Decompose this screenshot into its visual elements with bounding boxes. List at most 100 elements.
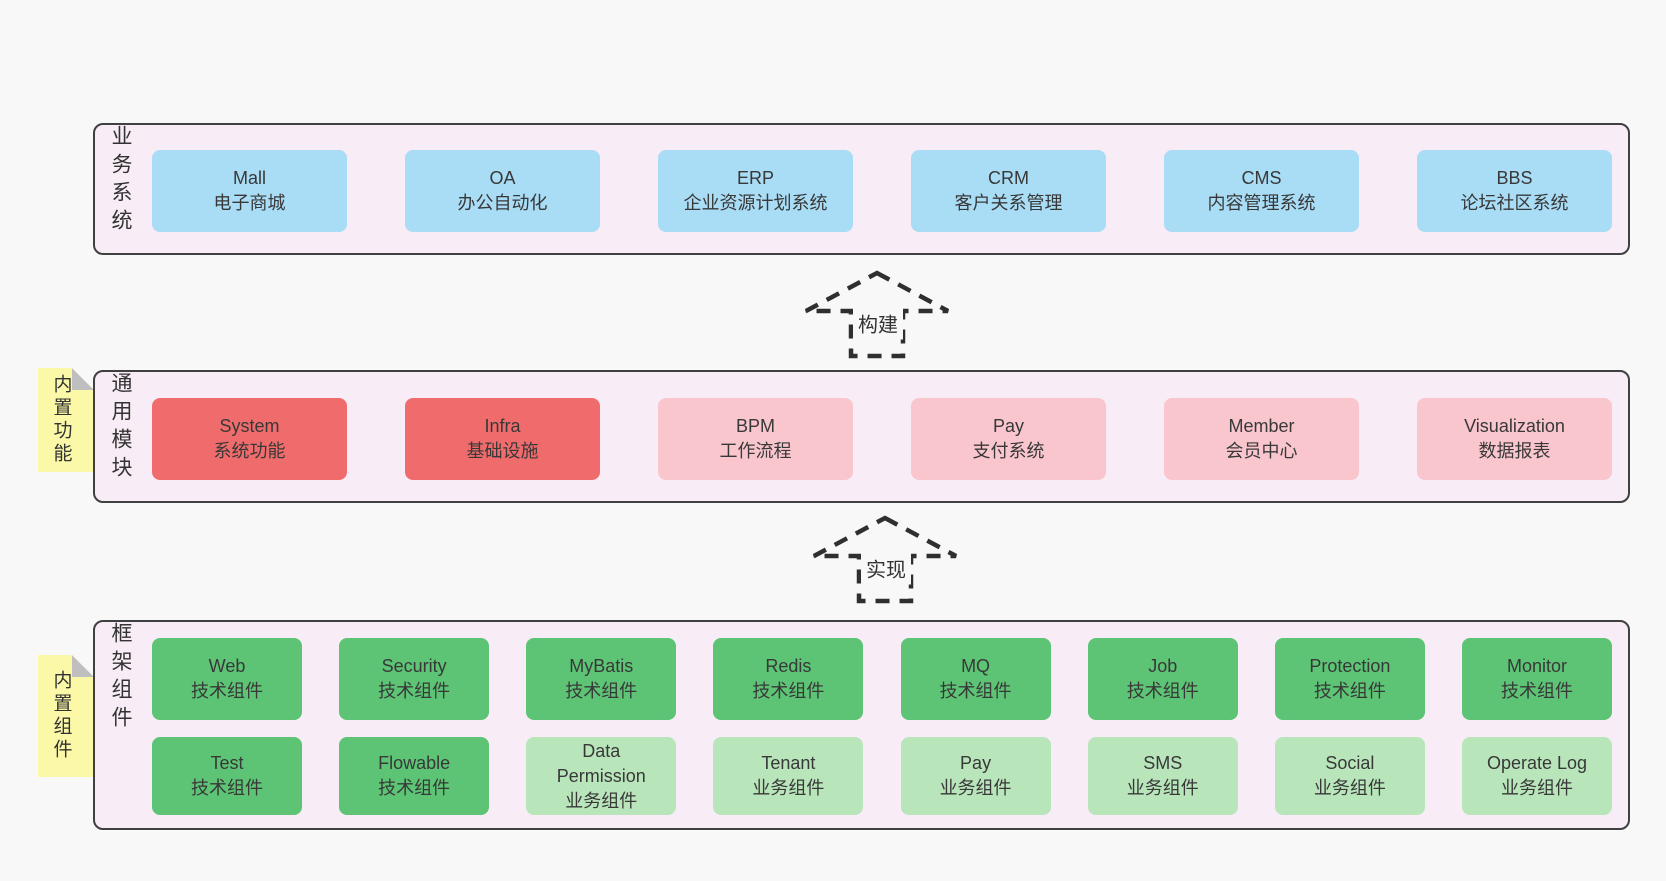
- box-title: Social: [1325, 753, 1375, 773]
- box-title: Test: [210, 753, 244, 773]
- box-mq: MQ 技术组件: [900, 638, 1051, 720]
- box-tenant: Tenant 业务组件: [713, 737, 864, 815]
- box-title: Pay: [960, 753, 992, 773]
- box-subtitle: 技术组件: [752, 681, 825, 701]
- box-title: Web: [208, 656, 246, 676]
- box-subtitle: 技术组件: [378, 681, 451, 701]
- box-subtitle: 业务组件: [1313, 778, 1386, 798]
- arrow-label-implement: 实现: [861, 551, 911, 585]
- box-erp: ERP 企业资源计划系统: [658, 150, 853, 232]
- arrow-label-build: 构建: [853, 306, 903, 340]
- box-operate-log: Operate Log 业务组件: [1461, 737, 1612, 815]
- note-fold-corner-icon: [72, 368, 94, 390]
- box-subtitle: 技术组件: [1500, 681, 1573, 701]
- box-subtitle: 技术组件: [565, 681, 638, 701]
- box-infra: Infra 基础设施: [405, 398, 600, 480]
- box-title: System: [219, 416, 280, 436]
- box-subtitle: 业务组件: [565, 790, 638, 811]
- section-common-modules: 通用模块 System 系统功能 Infra 基础设施 BPM 工作流程 Pay…: [93, 370, 1630, 503]
- box-subtitle: 业务组件: [752, 778, 825, 798]
- box-title: Security: [381, 656, 447, 676]
- dashed-up-arrow-icon: [804, 270, 950, 359]
- box-title: CMS: [1241, 168, 1282, 188]
- box-subtitle: 数据报表: [1478, 441, 1551, 461]
- box-system: System 系统功能: [152, 398, 347, 480]
- box-subtitle: 系统功能: [213, 441, 286, 461]
- box-title: Job: [1148, 656, 1178, 676]
- box-subtitle: 业务组件: [1500, 778, 1573, 798]
- box-title: Visualization: [1464, 416, 1565, 436]
- section-framework-components: 框架组件 Web 技术组件 Security 技术组件 MyBatis 技术组件…: [93, 620, 1630, 830]
- box-title: Flowable: [378, 753, 451, 773]
- note-fold-corner-icon: [72, 655, 94, 677]
- box-title: Pay: [992, 416, 1025, 436]
- box-web: Web 技术组件: [152, 638, 302, 720]
- box-title: Operate Log: [1486, 753, 1588, 773]
- box-title: Data Permission: [556, 740, 646, 786]
- box-pay-biz: Pay 业务组件: [900, 737, 1051, 815]
- box-title: BPM: [735, 416, 775, 436]
- box-job: Job 技术组件: [1087, 638, 1238, 720]
- box-flowable: Flowable 技术组件: [339, 737, 490, 815]
- section-label-business-systems: 业务系统: [109, 125, 132, 237]
- box-title: BBS: [1496, 168, 1533, 188]
- common-modules-row: System 系统功能 Infra 基础设施 BPM 工作流程 Pay 支付系统…: [152, 398, 1612, 480]
- section-label-common-modules: 通用模块: [109, 372, 132, 484]
- box-monitor: Monitor 技术组件: [1461, 638, 1612, 720]
- box-title: MyBatis: [569, 656, 634, 676]
- box-title: Tenant: [761, 753, 816, 773]
- box-subtitle: 技术组件: [191, 681, 263, 701]
- box-title: Member: [1228, 416, 1295, 436]
- box-subtitle: 电子商城: [213, 193, 286, 213]
- box-subtitle: 技术组件: [1126, 681, 1199, 701]
- box-crm: CRM 客户关系管理: [911, 150, 1106, 232]
- box-subtitle: 技术组件: [191, 778, 263, 798]
- box-oa: OA 办公自动化: [405, 150, 600, 232]
- box-subtitle: 内容管理系统: [1207, 193, 1316, 213]
- box-subtitle: 客户关系管理: [954, 193, 1063, 213]
- sticky-note-builtin-components: 内置组件: [38, 655, 94, 777]
- box-title: MQ: [961, 656, 991, 676]
- box-mybatis: MyBatis 技术组件: [526, 638, 677, 720]
- box-protection: Protection 技术组件: [1274, 638, 1425, 720]
- dashed-up-arrow-icon: [812, 515, 958, 604]
- box-subtitle: 工作流程: [719, 441, 792, 461]
- box-subtitle: 业务组件: [1126, 778, 1199, 798]
- box-title: CRM: [988, 168, 1029, 188]
- box-subtitle: 企业资源计划系统: [683, 193, 828, 213]
- box-data-permission: Data Permission 业务组件: [526, 737, 677, 815]
- sticky-note-label: 内置功能: [50, 374, 72, 466]
- business-systems-row: Mall 电子商城 OA 办公自动化 ERP 企业资源计划系统 CRM 客户关系…: [152, 150, 1612, 232]
- box-subtitle: 技术组件: [939, 681, 1012, 701]
- section-label-framework-components: 框架组件: [109, 622, 132, 734]
- framework-components-row-1: Web 技术组件 Security 技术组件 MyBatis 技术组件 Redi…: [152, 638, 1612, 720]
- box-subtitle: 支付系统: [972, 441, 1045, 461]
- box-subtitle: 基础设施: [466, 441, 539, 461]
- box-title: SMS: [1143, 753, 1183, 773]
- box-test: Test 技术组件: [152, 737, 302, 815]
- box-redis: Redis 技术组件: [713, 638, 864, 720]
- box-title: ERP: [736, 168, 774, 188]
- box-social: Social 业务组件: [1274, 737, 1425, 815]
- box-subtitle: 技术组件: [378, 778, 451, 798]
- box-mall: Mall 电子商城: [152, 150, 347, 232]
- box-subtitle: 会员中心: [1225, 441, 1298, 461]
- box-subtitle: 技术组件: [1313, 681, 1386, 701]
- box-sms: SMS 业务组件: [1087, 737, 1238, 815]
- box-cms: CMS 内容管理系统: [1164, 150, 1359, 232]
- box-subtitle: 业务组件: [939, 778, 1012, 798]
- box-bbs: BBS 论坛社区系统: [1417, 150, 1612, 232]
- section-business-systems: 业务系统 Mall 电子商城 OA 办公自动化 ERP 企业资源计划系统 CRM…: [93, 123, 1630, 255]
- box-pay: Pay 支付系统: [911, 398, 1106, 480]
- box-security: Security 技术组件: [339, 638, 490, 720]
- box-visualization: Visualization 数据报表: [1417, 398, 1612, 480]
- box-member: Member 会员中心: [1164, 398, 1359, 480]
- sticky-note-label: 内置组件: [50, 670, 72, 762]
- box-title: Protection: [1309, 656, 1391, 676]
- arrow-up-build: [798, 268, 958, 363]
- box-bpm: BPM 工作流程: [658, 398, 853, 480]
- box-subtitle: 论坛社区系统: [1460, 193, 1569, 213]
- arrow-up-implement: [806, 513, 966, 608]
- framework-components-row-2: Test 技术组件 Flowable 技术组件 Data Permission …: [152, 737, 1612, 815]
